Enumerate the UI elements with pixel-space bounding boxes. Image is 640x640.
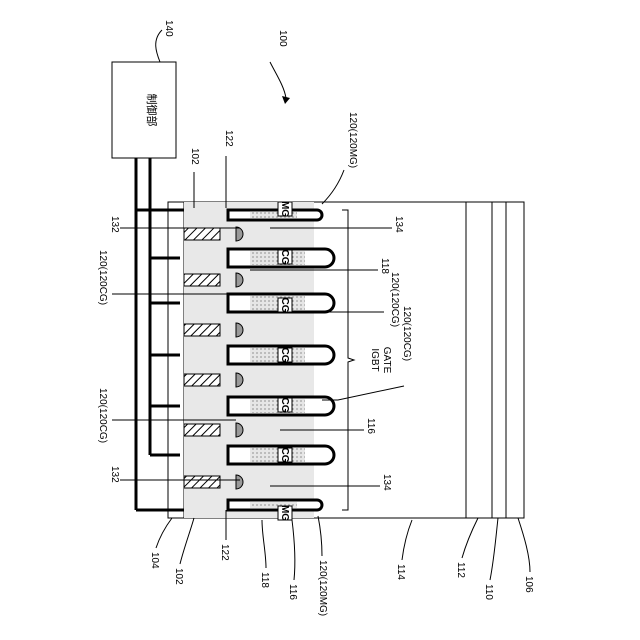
igbt-gate-bracket: IGBT GATE [342,210,392,510]
gate-tag-label: MG [279,505,290,521]
field-stop-layer [466,202,492,518]
svg-text:102: 102 [173,568,184,585]
gate-tag-label: CG [279,348,290,363]
svg-text:122: 122 [219,544,230,561]
svg-text:116: 116 [365,418,376,434]
gate-tag-label: MG [279,201,290,217]
svg-text:102: 102 [189,148,200,165]
svg-text:GATE: GATE [381,347,392,374]
emitter-contact [184,476,220,488]
svg-text:114: 114 [395,564,406,580]
svg-text:120(120CG): 120(120CG) [401,306,412,361]
device-ref: 100 [270,30,290,104]
gate-tag-label: CG [279,398,290,413]
controller-ref: 140 [163,20,174,37]
emitter-contact [184,228,220,240]
svg-text:120(120CG): 120(120CG) [389,272,400,327]
gate-tag-label: CG [279,448,290,463]
svg-text:100: 100 [277,30,288,47]
collector-layer [492,202,506,518]
svg-text:134: 134 [381,474,392,491]
gate-tag-label: CG [279,298,290,313]
svg-text:IGBT: IGBT [369,348,380,371]
emitter-contact [184,324,220,336]
svg-text:120(120CG): 120(120CG) [97,388,108,443]
svg-text:120(120MG): 120(120MG) [317,560,328,616]
controller-block: 制御部 140 [112,20,176,158]
svg-text:118: 118 [379,258,390,274]
svg-text:122: 122 [223,130,234,147]
emitter-contact [184,374,220,386]
emitter-contact [184,424,220,436]
svg-text:106: 106 [523,576,534,593]
svg-text:132: 132 [109,216,120,233]
emitter-contact [184,274,220,286]
collector-electrode [506,202,524,518]
svg-text:110: 110 [483,584,494,600]
svg-text:112: 112 [455,562,466,578]
svg-text:116: 116 [287,584,298,600]
svg-text:120(120MG): 120(120MG) [347,112,358,168]
svg-text:134: 134 [393,216,404,233]
emitter-electrode [168,202,184,518]
svg-text:120(120CG): 120(120CG) [97,250,108,305]
svg-text:104: 104 [149,552,160,569]
svg-text:118: 118 [259,572,270,588]
controller-label: 制御部 [145,94,159,127]
gate-tag-label: CG [279,250,290,265]
svg-text:132: 132 [109,466,120,483]
